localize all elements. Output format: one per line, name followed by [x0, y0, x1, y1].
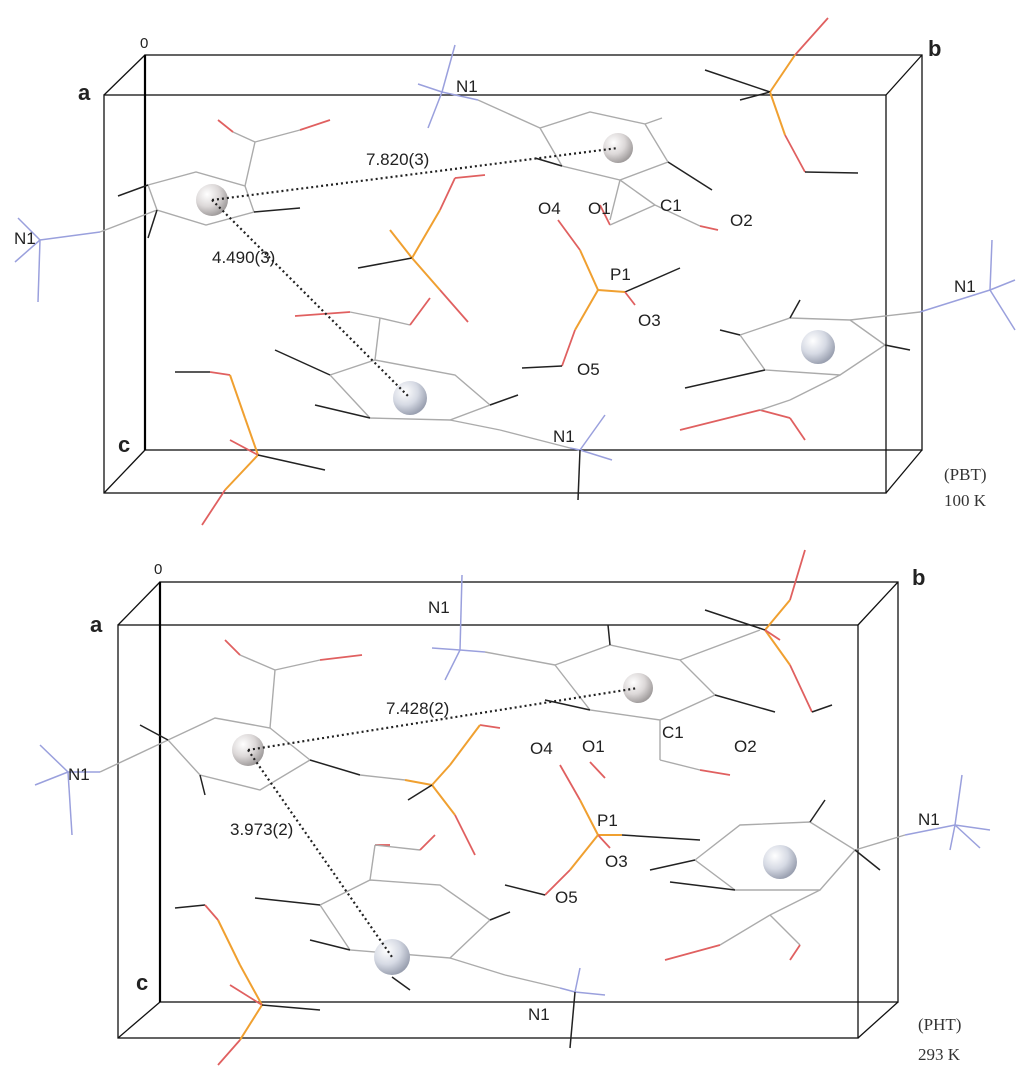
atom-label-n1: N1 — [68, 765, 90, 784]
axis-c-label: c — [136, 970, 148, 995]
axis-c-label: c — [118, 432, 130, 457]
distance-line-long — [211, 146, 619, 202]
distance-line-short — [247, 749, 393, 958]
atom-label-n1: N1 — [528, 1005, 550, 1024]
axis-a-label: a — [90, 612, 103, 637]
atom-label-c1: C1 — [662, 723, 684, 742]
atom-label-o2: O2 — [730, 211, 753, 230]
atom-label-p1: P1 — [597, 811, 618, 830]
atom-label-o4: O4 — [530, 739, 553, 758]
phosphate-mid-left — [357, 174, 486, 323]
axis-a-label: a — [78, 80, 91, 105]
phosphate-bottom-mid-left — [404, 724, 501, 856]
phosphate-upper-right — [704, 17, 859, 174]
atom-label-n1: N1 — [428, 598, 450, 617]
atom-label-o5: O5 — [555, 888, 578, 907]
centroid-sphere — [763, 845, 797, 879]
molecule-bottom-upper — [431, 574, 776, 776]
atom-label-o4: O4 — [538, 199, 561, 218]
phosphate-bottom-upper-right — [704, 549, 833, 713]
atom-label-p1: P1 — [610, 265, 631, 284]
centroid-sphere — [623, 673, 653, 703]
unit-cell-box — [117, 581, 899, 1039]
atom-label-o2: O2 — [734, 737, 757, 756]
atom-label-o5: O5 — [577, 360, 600, 379]
phase-label: (PBT) — [944, 465, 987, 484]
phosphate-bottom-center — [504, 761, 701, 896]
atom-label-n1: N1 — [553, 427, 575, 446]
distance-label-long: 7.820(3) — [366, 150, 429, 169]
molecule-top-lower — [274, 297, 613, 501]
panel-bottom: 7.428(2) 3.973(2) N1 N1 N1 N1 O4 O1 C1 O… — [34, 549, 991, 1066]
atom-label-o1: O1 — [582, 737, 605, 756]
axis-origin-label: 0 — [140, 35, 148, 52]
molecule-top-left — [14, 119, 331, 303]
axis-b-label: b — [928, 36, 941, 61]
phase-label: (PHT) — [918, 1015, 961, 1034]
centroid-sphere — [801, 330, 835, 364]
distance-line-short — [211, 199, 411, 399]
temperature-label: 293 K — [918, 1045, 961, 1064]
atom-label-n1: N1 — [456, 77, 478, 96]
molecule-bottom-lower — [254, 834, 606, 1049]
phosphate-lower-left — [175, 371, 326, 526]
panel-top: 7.820(3) 4.490(3) N1 N1 N1 N1 O4 O1 C1 O… — [14, 17, 1016, 526]
unit-cell-box — [103, 54, 923, 494]
distance-line-long — [247, 686, 639, 752]
molecule-top-right — [679, 239, 1016, 441]
phosphate-center — [521, 219, 681, 369]
atom-label-o3: O3 — [638, 311, 661, 330]
atom-label-n1: N1 — [954, 277, 976, 296]
centroid-sphere — [603, 133, 633, 163]
atom-label-o1: O1 — [588, 199, 611, 218]
axis-b-label: b — [912, 565, 925, 590]
temperature-label: 100 K — [944, 491, 987, 510]
atom-label-o3: O3 — [605, 852, 628, 871]
distance-label-short: 3.973(2) — [230, 820, 293, 839]
molecule-top-upper — [417, 44, 719, 231]
distance-label-long: 7.428(2) — [386, 699, 449, 718]
molecule-bottom-right — [649, 774, 991, 961]
molecule-bottom-left — [34, 639, 406, 836]
axis-origin-label: 0 — [154, 561, 162, 578]
phosphate-bottom-lower-left — [174, 904, 321, 1066]
atom-label-c1: C1 — [660, 196, 682, 215]
atom-label-n1: N1 — [918, 810, 940, 829]
distance-label-short: 4.490(3) — [212, 248, 275, 267]
centroid-sphere — [374, 939, 410, 975]
atom-label-n1: N1 — [14, 229, 36, 248]
